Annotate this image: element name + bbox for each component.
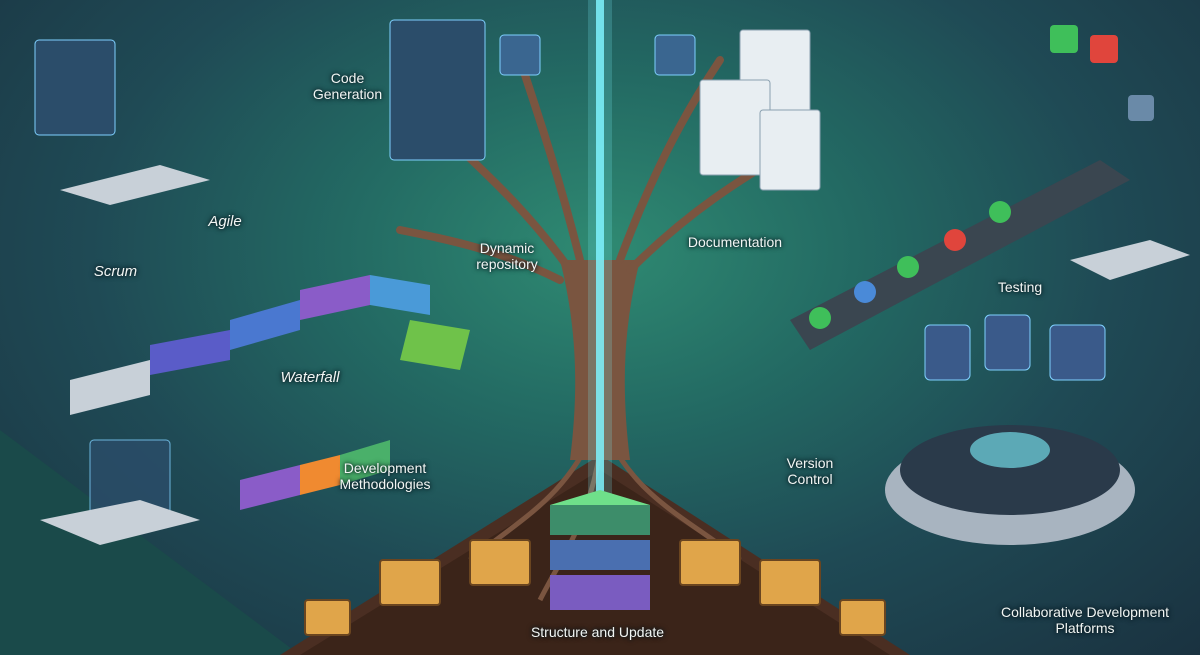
- testing-conveyor: [790, 25, 1154, 350]
- desks: [40, 165, 1190, 545]
- merge-icon: [984, 314, 1031, 371]
- label-structure-and-update: Structure and Update: [530, 624, 665, 640]
- document-icon: [699, 29, 821, 191]
- label-scrum: Scrum: [93, 263, 138, 280]
- label-collaborative-platforms: Collaborative Development Platforms: [1000, 604, 1170, 636]
- label-documentation: Documentation: [687, 234, 783, 250]
- light-beam: [596, 0, 604, 510]
- terminal-icon: [654, 34, 696, 76]
- label-version-control: Version Control: [786, 455, 834, 487]
- label-development-methodologies: Development Methodologies: [339, 460, 431, 492]
- left-floor: [0, 430, 300, 655]
- label-code-generation: Code Generation: [312, 70, 383, 102]
- cross-icon: [944, 229, 966, 251]
- label-testing: Testing: [997, 279, 1043, 295]
- label-dynamic-repository: Dynamic repository: [476, 240, 538, 272]
- folder-icon: [304, 539, 886, 636]
- checkmark-icon: [809, 307, 831, 329]
- code-icon: [499, 34, 541, 76]
- branch-icon: [924, 324, 971, 381]
- label-agile: Agile: [208, 213, 242, 230]
- label-waterfall: Waterfall: [280, 369, 340, 386]
- repository-stack-icon: [550, 490, 650, 610]
- methodology-pipeline: [70, 275, 470, 510]
- collaboration-hub: [885, 314, 1135, 545]
- search-icon: [1128, 95, 1154, 121]
- users-icon: [1049, 324, 1106, 381]
- code-screen: [34, 19, 696, 521]
